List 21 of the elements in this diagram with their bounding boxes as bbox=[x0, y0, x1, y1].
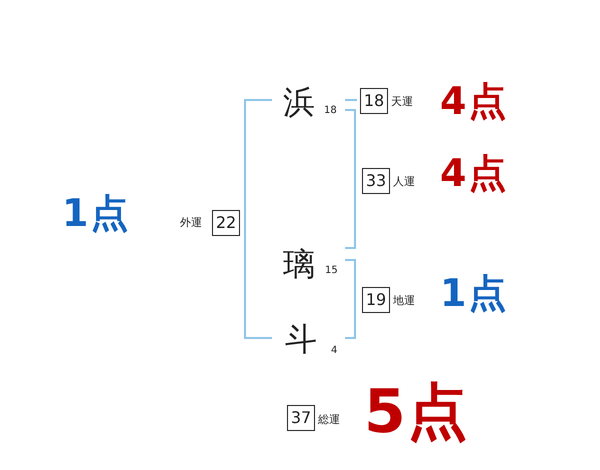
score-text: 4点 bbox=[440, 154, 508, 192]
name-character: 浜 bbox=[283, 86, 315, 118]
fortune-label: 外運 bbox=[180, 217, 202, 228]
stroke-count: 4 bbox=[331, 346, 338, 356]
number-box: 22 bbox=[212, 210, 240, 236]
score-text: 5点 bbox=[364, 382, 470, 442]
number-box: 33 bbox=[362, 168, 390, 194]
fortune-label: 天運 bbox=[391, 96, 413, 107]
score-text: 4点 bbox=[440, 82, 508, 120]
score-text: 1点 bbox=[440, 274, 508, 312]
fortune-label: 総運 bbox=[318, 414, 340, 425]
name-character: 斗 bbox=[285, 323, 317, 355]
score-text: 1点 bbox=[62, 194, 130, 232]
number-box: 18 bbox=[360, 88, 388, 114]
stroke-count: 15 bbox=[325, 266, 338, 276]
number-box: 37 bbox=[287, 405, 315, 431]
name-character: 璃 bbox=[283, 248, 315, 280]
fortune-label: 地運 bbox=[393, 295, 415, 306]
fortune-label: 人運 bbox=[393, 176, 415, 187]
stroke-count: 18 bbox=[324, 106, 337, 116]
number-box: 19 bbox=[362, 287, 390, 313]
